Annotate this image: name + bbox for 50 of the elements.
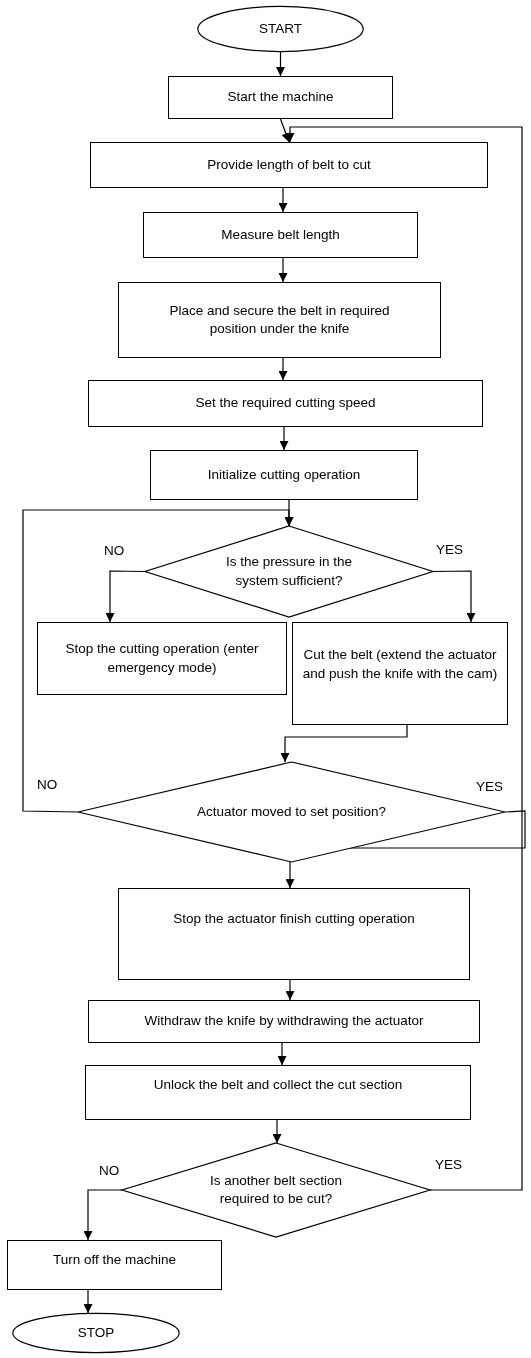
arrow	[279, 118, 291, 143]
arrow	[432, 570, 476, 623]
node-text: Unlock the belt and collect the cut section	[152, 1076, 404, 1095]
arrow	[276, 51, 285, 77]
process-box	[118, 888, 470, 980]
arrow	[22, 509, 294, 813]
decision-diamond	[78, 762, 505, 862]
process-box	[88, 380, 483, 427]
node-text: Is another belt section required to be cut?	[208, 1171, 344, 1208]
node-text: Start the machine	[226, 88, 335, 107]
arrow	[105, 570, 146, 623]
arrow	[279, 426, 289, 451]
arrow	[83, 1189, 123, 1241]
process-box	[168, 76, 393, 119]
process-box	[88, 1000, 480, 1043]
process-box	[143, 212, 418, 258]
arrow	[278, 357, 288, 381]
process-box	[7, 1240, 222, 1290]
arrow	[272, 1119, 282, 1144]
node-text: Actuator moved to set position?	[195, 802, 388, 821]
node-text: Place and secure the belt in required position under the knife	[168, 301, 391, 338]
decision-diamond	[122, 1143, 430, 1237]
node-text: Set the required cutting speed	[194, 394, 377, 413]
terminal-ellipse	[197, 6, 364, 52]
arrow	[285, 126, 523, 1191]
process-box	[292, 622, 508, 725]
node-text: START	[259, 19, 302, 38]
arrow	[278, 187, 288, 213]
node-text: Stop the actuator finish cutting operation	[172, 909, 416, 928]
process-box	[118, 282, 441, 358]
node-text: Provide length of belt to cut	[206, 155, 372, 174]
arrow	[285, 979, 295, 1001]
arrow	[278, 257, 288, 283]
process-box	[85, 1065, 471, 1120]
node-text: Stop the cutting operation (enter emergency mode)	[64, 640, 260, 677]
decision-diamond	[145, 526, 433, 617]
process-box	[37, 622, 287, 695]
arrow	[83, 1289, 93, 1314]
node-text: Initialize cutting operation	[206, 465, 362, 484]
process-box	[150, 450, 418, 500]
arrow	[277, 1042, 287, 1066]
node-text: Is the pressure in the system sufficient?	[224, 553, 354, 590]
terminal-ellipse	[12, 1313, 180, 1353]
arrow	[280, 724, 408, 763]
node-text: Withdraw the knife by withdrawing the actuator	[143, 1012, 425, 1031]
node-text: Turn off the machine	[51, 1250, 178, 1269]
node-text: Measure belt length	[220, 225, 341, 244]
process-box	[90, 142, 488, 188]
node-text: STOP	[77, 1323, 115, 1342]
node-text: Cut the belt (extend the actuator and push the knife with the cam)	[301, 646, 499, 683]
